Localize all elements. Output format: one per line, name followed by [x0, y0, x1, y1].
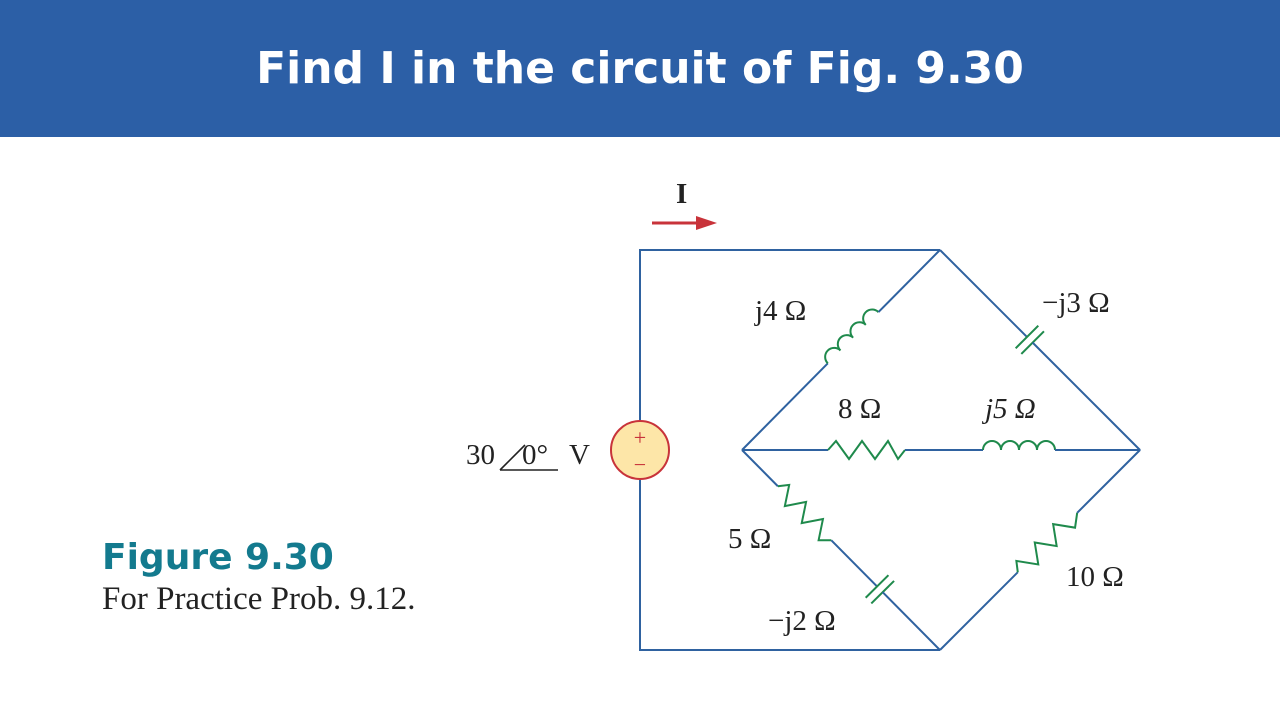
figure-title: Figure 9.30 [102, 537, 334, 578]
label-neg-j3: −j3 Ω [1042, 287, 1110, 319]
current-arrow-icon [652, 216, 717, 230]
bottom-right-branch [939, 449, 1141, 651]
capacitor-neg-j3 [939, 249, 1141, 451]
resistor-5 [777, 483, 832, 542]
label-r10: 10 Ω [1066, 561, 1124, 593]
plus-sign: + [634, 425, 646, 450]
inductor-j5 [982, 440, 1056, 451]
label-r8: 8 Ω [838, 393, 881, 425]
label-neg-j2: −j2 Ω [768, 605, 836, 637]
figure-subtitle: For Practice Prob. 9.12. [102, 581, 416, 617]
page-title: Find I in the circuit of Fig. 9.30 [256, 43, 1024, 94]
source-unit: V [569, 439, 590, 471]
source-angle: 0° [522, 439, 548, 471]
label-r5: 5 Ω [728, 523, 771, 555]
bottom-left-branch [741, 449, 941, 651]
inductor-j4 [741, 249, 941, 451]
resistor-8 [827, 439, 906, 461]
label-j4: j4 Ω [754, 295, 806, 327]
source-magnitude: 30 [466, 439, 495, 471]
header-banner: Find I in the circuit of Fig. 9.30 [0, 0, 1280, 137]
voltage-source: + − [610, 420, 670, 480]
current-label: I [676, 178, 687, 210]
source-label: 30 0° V [466, 439, 590, 471]
minus-sign: − [634, 452, 646, 477]
middle-branch [742, 439, 1140, 461]
label-j5: j5 Ω [981, 393, 1036, 425]
outer-wire [639, 249, 940, 651]
capacitor-neg-j2 [864, 574, 890, 599]
figure-caption: Figure 9.30 For Practice Prob. 9.12. [102, 536, 415, 618]
resistor-10 [1015, 512, 1079, 573]
